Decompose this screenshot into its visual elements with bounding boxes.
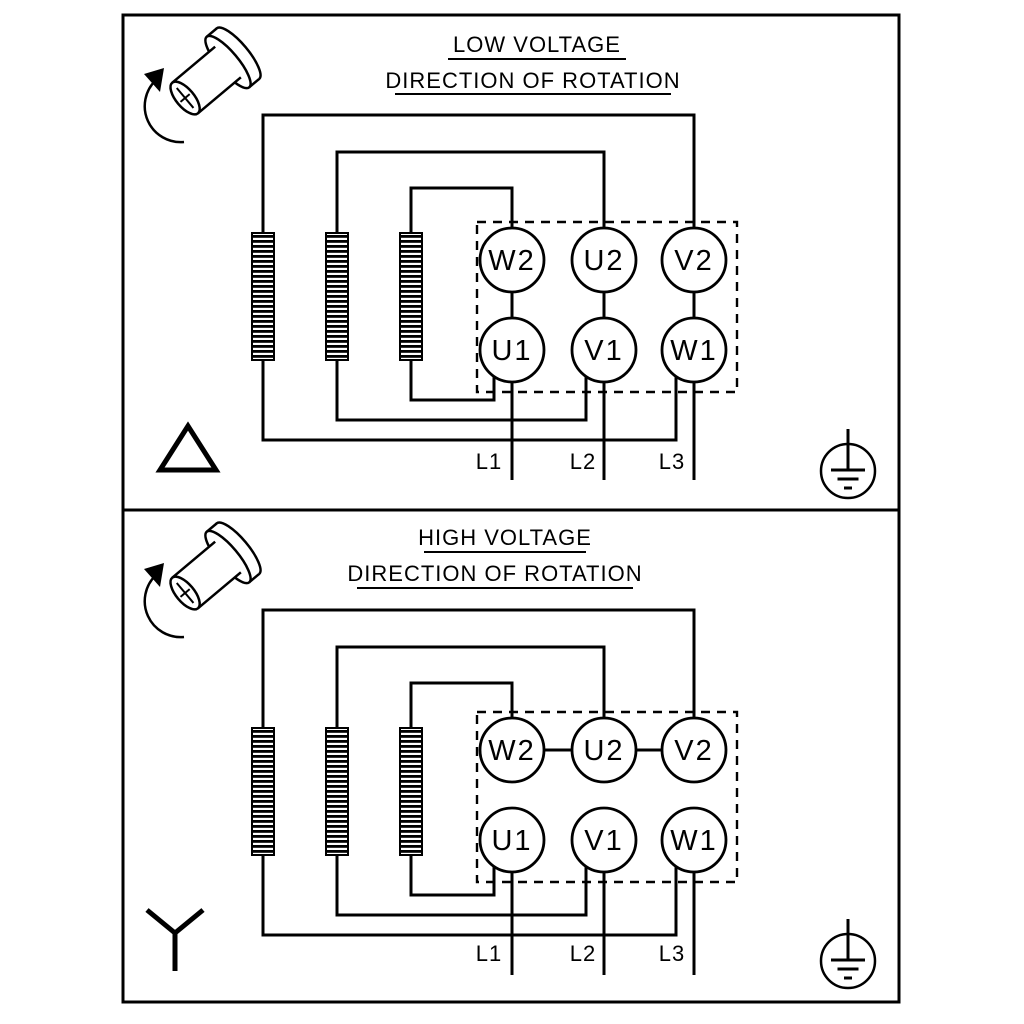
terminal-v1 bbox=[570, 806, 638, 874]
supply-line-label-l2: L2 bbox=[570, 941, 596, 966]
winding-coil-2 bbox=[325, 232, 349, 361]
terminal-v2 bbox=[660, 716, 728, 784]
terminal-w2-label: W2 bbox=[488, 245, 536, 277]
terminal-w1 bbox=[660, 316, 728, 384]
terminal-v1-label: V1 bbox=[584, 825, 623, 857]
terminal-w2 bbox=[478, 716, 546, 784]
winding-wire-top-2 bbox=[335, 150, 606, 233]
panel-border bbox=[121, 508, 901, 1004]
supply-line-label-l1: L1 bbox=[476, 449, 502, 474]
panel-title: LOW VOLTAGE bbox=[453, 32, 621, 57]
winding-wire-bottom-3 bbox=[261, 855, 678, 937]
panel-subtitle: DIRECTION OF ROTATION bbox=[385, 68, 680, 93]
terminal-block-outline bbox=[475, 710, 739, 884]
terminal-u1 bbox=[478, 316, 546, 384]
winding-wire-bottom-3 bbox=[261, 360, 678, 442]
terminal-w1 bbox=[660, 806, 728, 874]
terminal-u1-label: U1 bbox=[491, 335, 532, 367]
supply-line-label-l3: L3 bbox=[659, 941, 685, 966]
terminal-u1-label: U1 bbox=[491, 825, 532, 857]
terminal-w1-label: W1 bbox=[670, 825, 718, 857]
star-connection-icon bbox=[145, 908, 205, 971]
panel-subtitle: DIRECTION OF ROTATION bbox=[347, 561, 642, 586]
winding-wire-bottom-1 bbox=[409, 855, 496, 897]
terminal-v1-label: V1 bbox=[584, 335, 623, 367]
supply-line-label-l3: L3 bbox=[659, 449, 685, 474]
panel-high-voltage: HIGH VOLTAGE DIRECTION OF ROTATION W2 U2 bbox=[121, 508, 901, 1004]
terminal-u2 bbox=[570, 226, 638, 294]
winding-wire-bottom-2 bbox=[335, 855, 588, 917]
terminal-v2-label: V2 bbox=[674, 735, 713, 767]
terminal-v2-label: V2 bbox=[674, 245, 713, 277]
winding-wire-top-1 bbox=[261, 608, 696, 728]
winding-wire-top-3 bbox=[409, 186, 514, 233]
supply-line-label-l1: L1 bbox=[476, 941, 502, 966]
terminal-v2 bbox=[660, 226, 728, 294]
delta-connection-icon bbox=[155, 421, 221, 473]
winding-wire-bottom-2 bbox=[335, 360, 588, 422]
terminal-u1 bbox=[478, 806, 546, 874]
terminal-block-outline bbox=[475, 220, 739, 394]
terminal-w2 bbox=[478, 226, 546, 294]
winding-coil-2 bbox=[325, 727, 349, 856]
winding-coil-1 bbox=[251, 727, 275, 856]
terminal-u2-label: U2 bbox=[583, 735, 624, 767]
terminal-u2 bbox=[570, 716, 638, 784]
winding-wire-top-1 bbox=[261, 113, 696, 233]
terminal-w1-label: W1 bbox=[670, 335, 718, 367]
winding-coil-1 bbox=[251, 232, 275, 361]
panel-low-voltage: LOW VOLTAGE DIRECTION OF ROTATION W2 U2 bbox=[121, 13, 901, 512]
winding-wire-bottom-1 bbox=[409, 360, 496, 402]
winding-wire-top-3 bbox=[409, 681, 514, 728]
winding-coil-3 bbox=[399, 232, 423, 361]
panel-title: HIGH VOLTAGE bbox=[418, 525, 592, 550]
terminal-w2-label: W2 bbox=[488, 735, 536, 767]
winding-coil-3 bbox=[399, 727, 423, 856]
winding-wire-top-2 bbox=[335, 645, 606, 728]
terminal-u2-label: U2 bbox=[583, 245, 624, 277]
supply-line-label-l2: L2 bbox=[570, 449, 596, 474]
terminal-v1 bbox=[570, 316, 638, 384]
